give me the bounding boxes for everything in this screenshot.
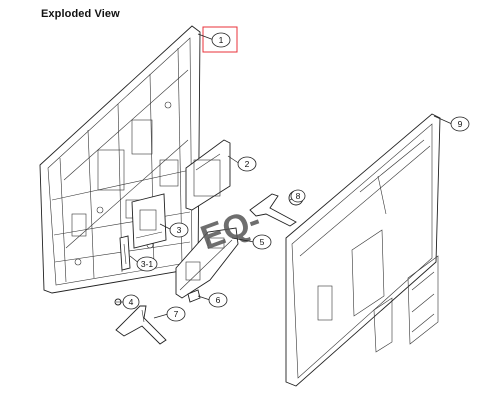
callout-5: 5 <box>252 234 272 250</box>
clip <box>187 289 201 303</box>
svg-text:4: 4 <box>129 297 134 307</box>
page-title: Exploded View <box>41 8 120 20</box>
callout-1: 1 <box>211 32 231 48</box>
bracket-3-1 <box>119 235 131 271</box>
callout-3: 3 <box>169 222 189 238</box>
display-panel <box>39 25 201 294</box>
svg-text:8: 8 <box>296 191 301 201</box>
watermark-text: EQ- <box>196 201 266 257</box>
svg-text:1: 1 <box>219 35 224 45</box>
svg-text:9: 9 <box>458 119 463 129</box>
callout-highlight-box <box>202 26 238 53</box>
callout-7: 7 <box>166 306 186 322</box>
svg-text:6: 6 <box>216 295 221 305</box>
callout-3-1: 3-1 <box>136 256 158 272</box>
svg-text:3: 3 <box>177 225 182 235</box>
rear-cover <box>285 113 441 387</box>
power-board <box>175 227 239 299</box>
callout-2: 2 <box>237 156 257 172</box>
callout-4: 4 <box>122 294 140 310</box>
svg-text:3-1: 3-1 <box>141 259 154 269</box>
main-board <box>131 193 167 249</box>
svg-text:5: 5 <box>260 237 265 247</box>
svg-text:2: 2 <box>245 159 250 169</box>
board-cover <box>185 139 231 211</box>
svg-text:7: 7 <box>174 309 179 319</box>
callout-8: 8 <box>290 189 306 203</box>
callout-9: 9 <box>450 116 470 132</box>
stand-foot <box>115 305 167 345</box>
callout-6: 6 <box>208 292 228 308</box>
